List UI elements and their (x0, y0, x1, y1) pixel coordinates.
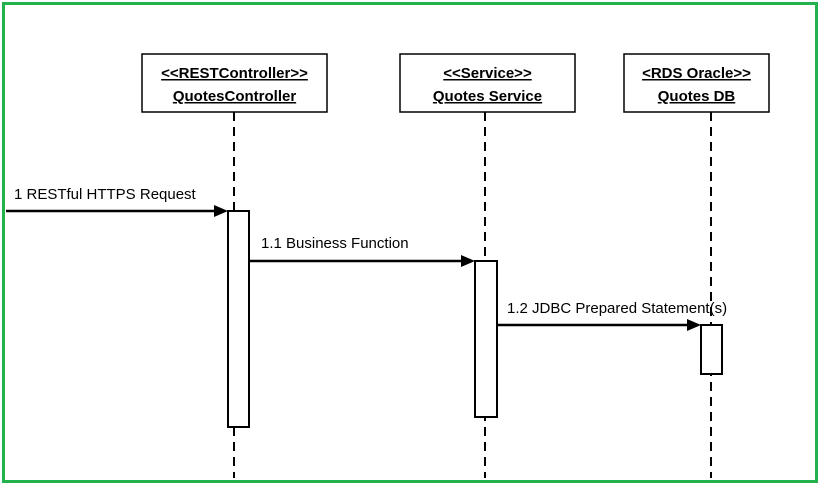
lifeline-quotes-db: <RDS Oracle>> Quotes DB (623, 53, 770, 478)
message-label: 1.2 JDBC Prepared Statement(s) (507, 300, 727, 317)
activation-bar (227, 210, 250, 428)
message-2: 1.1 Business Function (249, 235, 475, 267)
lifeline-box (623, 53, 770, 113)
lifeline-name: QuotesController (173, 88, 297, 105)
lifeline-stereotype: <RDS Oracle>> (642, 65, 751, 82)
lifeline-quotes-controller: <<RESTController>> QuotesController (141, 53, 328, 478)
activation-bar (474, 260, 498, 418)
message-label: 1 RESTful HTTPS Request (14, 186, 197, 203)
lifeline-stereotype: <<RESTController>> (161, 65, 308, 82)
lifeline-box (141, 53, 328, 113)
arrowhead-icon (461, 255, 475, 267)
lifeline-stereotype: <<Service>> (443, 65, 532, 82)
message-label: 1.1 Business Function (261, 235, 409, 252)
lifeline-name: Quotes DB (658, 88, 736, 105)
lifeline-name: Quotes Service (433, 88, 542, 105)
activation-bar (700, 324, 723, 375)
message-3: 1.2 JDBC Prepared Statement(s) (497, 300, 727, 331)
lifeline-box (399, 53, 576, 113)
arrowhead-icon (214, 205, 228, 217)
lifeline-quotes-service: <<Service>> Quotes Service (399, 53, 576, 478)
arrowhead-icon (687, 319, 701, 331)
message-1: 1 RESTful HTTPS Request (6, 186, 228, 217)
